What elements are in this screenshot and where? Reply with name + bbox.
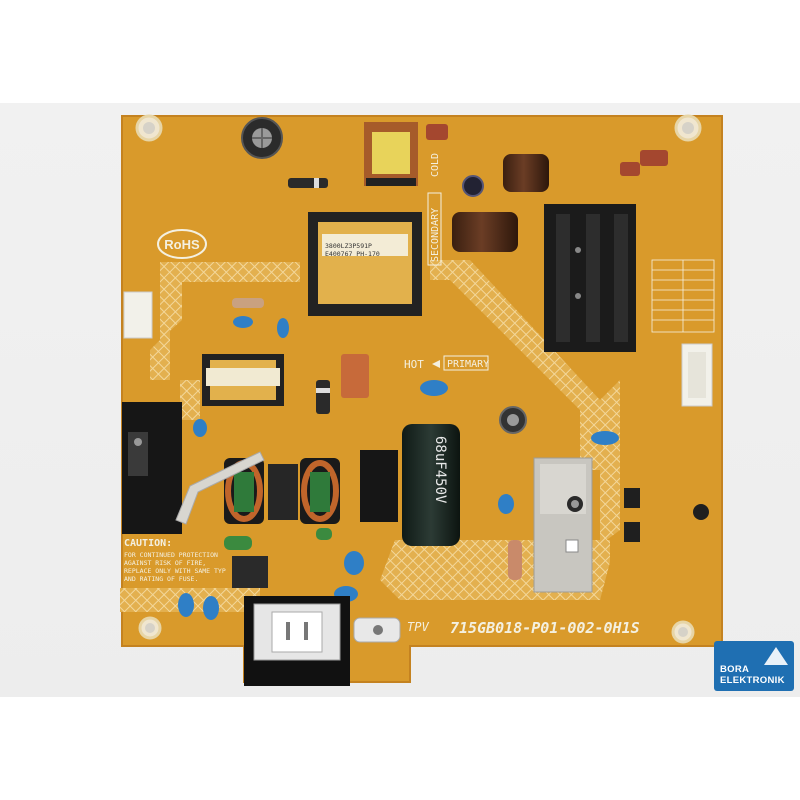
caution-title: CAUTION: — [124, 538, 172, 549]
mounting-hole — [674, 114, 702, 142]
primary-label-box — [443, 355, 489, 371]
heatsink — [544, 204, 636, 352]
brand-watermark: BORA ELEKTRONIK — [714, 641, 794, 691]
diode — [316, 380, 330, 414]
bridge-rectifier — [360, 450, 398, 522]
caution-line: FOR CONTINUED PROTECTION — [124, 551, 218, 559]
ceramic-capacitor — [233, 316, 253, 328]
hatched-trace — [430, 260, 600, 470]
film-capacitor — [341, 354, 369, 398]
transformer-label: E400767 PH-170 — [325, 250, 380, 258]
diode — [288, 178, 328, 188]
aluminum-heatsink — [533, 457, 593, 593]
film-capacitor — [640, 150, 668, 166]
choke-core — [268, 464, 298, 520]
transistor — [693, 504, 709, 520]
mounting-hole — [135, 114, 163, 142]
primary-label: PRIMARY — [447, 359, 489, 370]
ceramic-capacitor — [344, 551, 364, 575]
ceramic-capacitor — [178, 593, 194, 617]
ac-inlet — [244, 596, 350, 686]
svg-text:SECONDARY: SECONDARY — [430, 208, 441, 262]
ceramic-capacitor — [420, 380, 448, 396]
ceramic-capacitor — [591, 431, 619, 445]
caution-line: AND RATING OF FUSE. — [124, 575, 198, 583]
brand-name-line1: BORA — [720, 664, 750, 675]
caution-line: AGAINST RISK OF FIRE, — [124, 559, 206, 567]
hatched-trace — [160, 262, 300, 340]
rohs-label: RoHS — [164, 237, 200, 252]
brand-logo-icon — [764, 647, 788, 665]
secondary-cold-label: SECONDARY COLD — [427, 153, 442, 266]
inductor — [224, 536, 252, 550]
tpv-label: TPV — [407, 620, 429, 634]
mounting-hole — [138, 616, 162, 640]
connector — [123, 291, 153, 339]
rohs-badge — [157, 229, 207, 259]
caution-line: REPLACE ONLY WITH SAME TYP — [124, 567, 226, 575]
capacitor — [503, 154, 549, 192]
hatched-trace — [180, 380, 200, 420]
metal-bracket — [175, 451, 265, 525]
film-capacitor — [426, 124, 448, 140]
svg-text:COLD: COLD — [430, 153, 441, 177]
ceramic-capacitor — [203, 596, 219, 620]
hatched-trace — [600, 380, 620, 545]
hatched-trace — [150, 262, 170, 380]
bulk-capacitor: 68uF450V — [402, 424, 460, 546]
smd-ic — [624, 488, 640, 508]
inductor — [316, 528, 332, 540]
mounting-hole — [671, 620, 695, 644]
resistor — [232, 298, 264, 308]
choke — [300, 458, 340, 524]
capacitor — [462, 175, 484, 197]
pin-table — [651, 259, 715, 333]
ceramic-capacitor — [277, 318, 289, 338]
capacitor — [452, 212, 518, 252]
transformer-label: 3800LZ3P591P — [325, 242, 372, 250]
ceramic-capacitor — [193, 419, 207, 437]
film-capacitor — [620, 162, 640, 176]
board-model: 715GB018-P01-002-0H1S — [450, 619, 640, 637]
resistor — [508, 540, 522, 580]
smd-ic — [624, 522, 640, 542]
hot-label: HOT — [404, 358, 424, 371]
ceramic-capacitor — [498, 494, 514, 514]
capacitor-rating: 68uF450V — [432, 436, 448, 504]
brand-name-line2: ELEKTRONIK — [720, 675, 785, 686]
component-box — [232, 556, 268, 588]
